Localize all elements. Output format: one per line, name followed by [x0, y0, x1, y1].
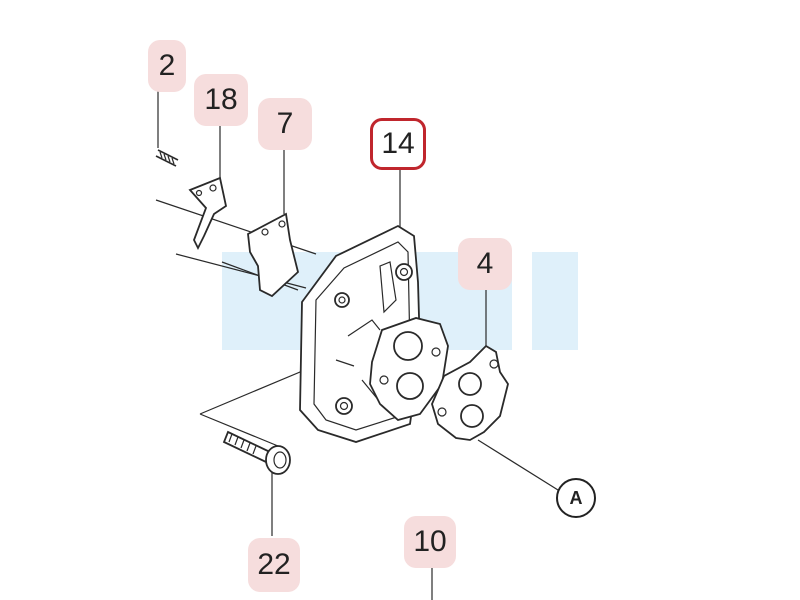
bolt-part [222, 430, 291, 475]
callout-4[interactable]: 4 [458, 238, 512, 290]
callout-10[interactable]: 10 [404, 516, 456, 568]
gasket-7-part [247, 212, 300, 298]
callout-18[interactable]: 18 [194, 74, 248, 126]
screw-guide-line-2 [199, 413, 279, 447]
callout-22[interactable]: 22 [248, 538, 300, 592]
intake-flange-part [369, 317, 449, 421]
callout-2[interactable]: 2 [148, 40, 186, 92]
reference-marker-a[interactable]: A [556, 478, 596, 518]
plate-part [188, 176, 228, 251]
stud-part [155, 149, 179, 167]
callout-14-selected[interactable]: 14 [370, 118, 426, 170]
watermark-notch [512, 252, 532, 350]
leader-a [477, 439, 559, 491]
callout-7[interactable]: 7 [258, 98, 312, 150]
gasket-4-part [431, 344, 509, 441]
